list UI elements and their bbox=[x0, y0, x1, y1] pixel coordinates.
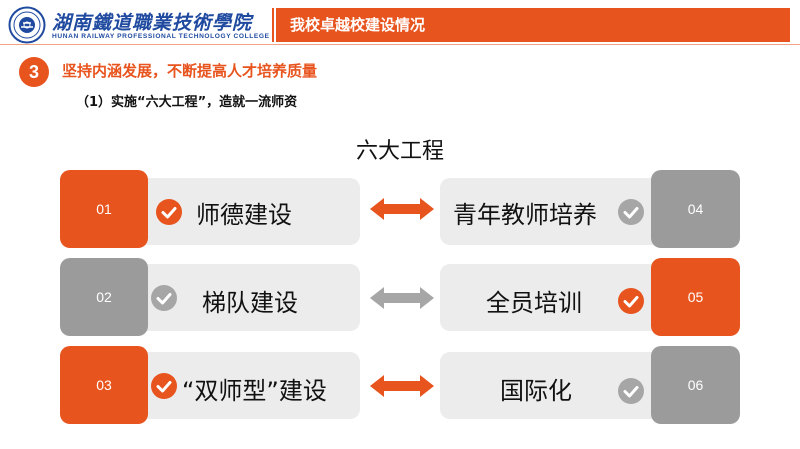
page-title: 我校卓越校建设情况 bbox=[290, 16, 426, 34]
check-circle-icon bbox=[618, 199, 644, 225]
project-label-01: 师德建设 bbox=[196, 201, 292, 229]
double-arrow-icon bbox=[370, 375, 434, 397]
project-number-05: 05 bbox=[651, 258, 740, 336]
project-label-03: “双师型”建设 bbox=[182, 377, 327, 405]
check-circle-icon bbox=[156, 199, 182, 225]
project-number-01: 01 bbox=[60, 170, 148, 248]
school-emblem-icon bbox=[8, 6, 46, 44]
check-circle-icon bbox=[618, 288, 644, 314]
check-circle-icon bbox=[618, 378, 644, 404]
school-logo: 湖南鐵道職業技術學院 HUNAN RAILWAY PROFESSIONAL TE… bbox=[8, 6, 270, 46]
double-arrow-icon bbox=[370, 198, 434, 220]
project-number-04: 04 bbox=[651, 170, 740, 248]
diagram-title: 六大工程 bbox=[355, 139, 444, 164]
header-bar-divider bbox=[272, 8, 274, 42]
project-label-02: 梯队建设 bbox=[202, 289, 298, 317]
header-divider bbox=[0, 44, 800, 45]
check-circle-icon bbox=[151, 373, 177, 399]
header-bar: 我校卓越校建设情况 bbox=[276, 8, 790, 42]
section-title: 坚持内涵发展，不断提高人才培养质量 bbox=[62, 62, 318, 80]
check-circle-icon bbox=[151, 285, 177, 311]
project-label-05: 全员培训 bbox=[486, 289, 582, 317]
school-name-cn: 湖南鐵道職業技術學院 bbox=[52, 12, 253, 34]
project-number-02: 02 bbox=[60, 258, 148, 336]
section-number-badge: 3 bbox=[19, 57, 49, 87]
section-subtitle: （1）实施“六大工程”，造就一流师资 bbox=[76, 95, 298, 110]
project-number-03: 03 bbox=[60, 346, 148, 424]
school-name-en: HUNAN RAILWAY PROFESSIONAL TECHNOLOGY CO… bbox=[52, 33, 270, 40]
project-label-04: 青年教师培养 bbox=[453, 201, 597, 229]
project-label-06: 国际化 bbox=[500, 377, 572, 405]
project-number-06: 06 bbox=[651, 346, 740, 424]
double-arrow-icon bbox=[370, 287, 434, 309]
